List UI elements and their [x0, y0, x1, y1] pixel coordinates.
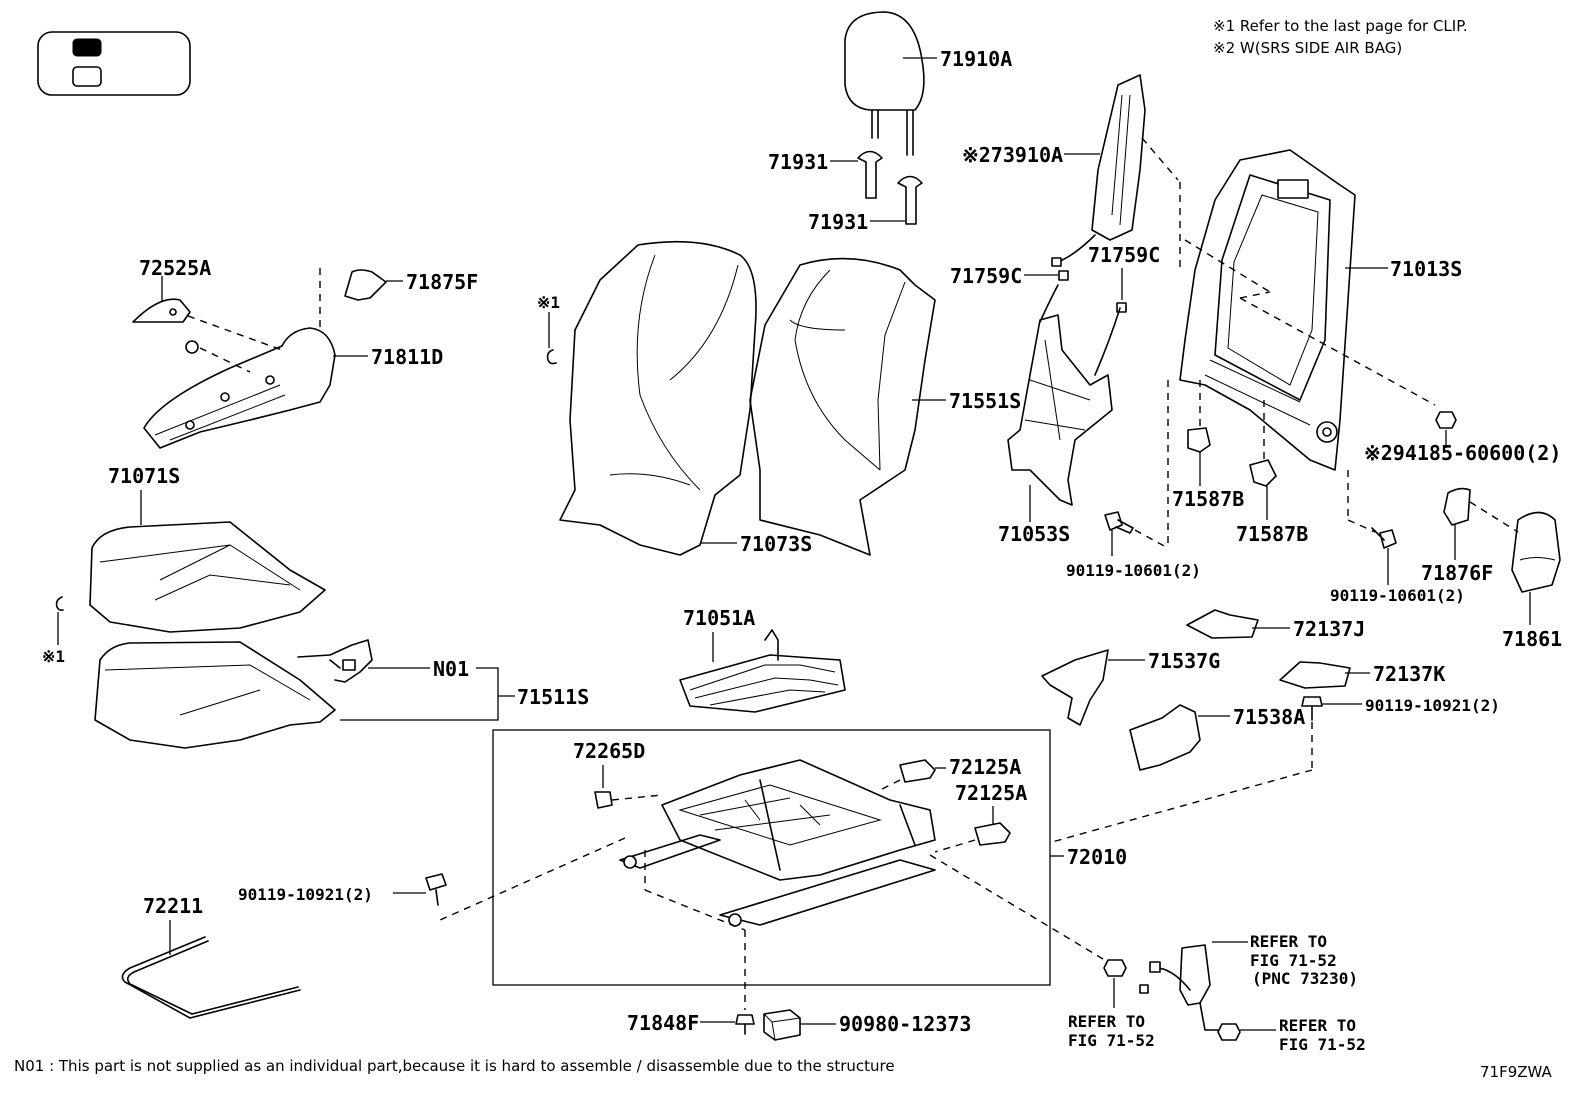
label-71511S: 71511S	[517, 685, 589, 709]
legend-empty-swatch	[72, 66, 102, 87]
clip-1-lower[interactable]	[55, 596, 64, 611]
cover-72137K-part[interactable]	[1279, 661, 1351, 689]
ref-left-line2: FIG 71-52	[1068, 1031, 1155, 1050]
nut-refer-left[interactable]	[1103, 959, 1127, 977]
label-71875F: 71875F	[406, 270, 478, 294]
shield-71538A-part[interactable]	[1129, 704, 1201, 771]
label-71073S: 71073S	[740, 532, 812, 556]
cushion-cover-part[interactable]	[89, 521, 326, 633]
ref-left-line1: REFER TO	[1068, 1012, 1145, 1031]
clip-1-upper[interactable]	[546, 349, 557, 365]
label-71551S: 71551S	[949, 389, 1021, 413]
label-71861: 71861	[1502, 627, 1562, 651]
headrest-support-part[interactable]	[857, 150, 923, 225]
bracket-72125A-upper-part[interactable]	[899, 759, 936, 783]
seat-adjuster-box	[492, 729, 1051, 986]
label-72525A: 72525A	[139, 256, 211, 280]
lumbar-support-part[interactable]	[1007, 284, 1121, 506]
label-71051A: 71051A	[683, 606, 755, 630]
armrest-part[interactable]	[143, 327, 336, 449]
label-71013S: 71013S	[1390, 257, 1462, 281]
label-72125A-lower: 72125A	[955, 781, 1027, 805]
label-90119-10601-left: 90119-10601(2)	[1066, 561, 1201, 580]
clip-71587B-right[interactable]	[1249, 459, 1277, 487]
label-90119-10921-left: 90119-10921(2)	[238, 885, 373, 904]
bolt-71848F-part[interactable]	[735, 1014, 755, 1035]
label-71848F: 71848F	[627, 1011, 699, 1035]
bolt-90119-10921-left[interactable]	[425, 873, 447, 906]
label-71587B-right: 71587B	[1236, 522, 1308, 546]
bolt-90119-10921-right[interactable]	[1301, 696, 1323, 721]
label-71587B-left: 71587B	[1172, 487, 1244, 511]
label-73910A: ※273910A	[962, 143, 1063, 167]
label-72137K: 72137K	[1373, 662, 1445, 686]
armrest-cover-part[interactable]	[132, 298, 191, 323]
label-72265D: 72265D	[573, 739, 645, 763]
label-71931-lower: 71931	[808, 210, 868, 234]
ref-right-line1: REFER TO	[1279, 1016, 1356, 1035]
headrest-part[interactable]	[844, 11, 925, 156]
label-71537G: 71537G	[1148, 649, 1220, 673]
label-72137J: 72137J	[1293, 617, 1365, 641]
bolt-90119-10601-left[interactable]	[1104, 511, 1134, 534]
ref-right-line2: FIG 71-52	[1279, 1035, 1366, 1054]
harness-N01-part[interactable]	[297, 639, 373, 683]
label-clip-1-lower: ※1	[42, 647, 65, 666]
seatback-cover-part[interactable]	[559, 240, 757, 556]
cushion-pad-part[interactable]	[94, 641, 336, 749]
label-71759C-left: 71759C	[950, 264, 1022, 288]
label-71931-upper: 71931	[768, 150, 828, 174]
armrest-cap-part[interactable]	[344, 269, 387, 301]
connector-90980-12373-part[interactable]	[763, 1009, 801, 1041]
bracket-72125A-lower-part[interactable]	[974, 822, 1011, 846]
seatback-pad-part[interactable]	[749, 257, 936, 556]
clip-71759C-b[interactable]	[1116, 302, 1127, 313]
label-72010: 72010	[1067, 845, 1127, 869]
cover-72137J-part[interactable]	[1186, 609, 1259, 639]
shield-71537G-part[interactable]	[1041, 649, 1109, 726]
bracket-72265D-part[interactable]	[594, 791, 613, 809]
spring-mat-part[interactable]	[679, 629, 846, 713]
note-airbag: ※2 W(SRS SIDE AIR BAG)	[1213, 39, 1402, 57]
label-71071S: 71071S	[108, 464, 180, 488]
label-90119-10601-right: 90119-10601(2)	[1330, 586, 1465, 605]
seat-adjuster-part[interactable]	[619, 759, 936, 927]
recliner-cover-inner-part[interactable]	[1443, 487, 1471, 526]
ref-top-line3: (PNC 73230)	[1252, 969, 1358, 988]
label-90980-12373: 90980-12373	[839, 1012, 971, 1036]
label-N01: N01	[433, 657, 469, 681]
label-90119-10921-right: 90119-10921(2)	[1365, 696, 1500, 715]
figure-id: 71F9ZWA	[1480, 1063, 1553, 1081]
seat-belt-buckle-part[interactable]	[1139, 944, 1219, 1031]
label-clip-1-upper: ※1	[537, 293, 560, 312]
label-71910A: 71910A	[940, 47, 1012, 71]
nut-94185[interactable]	[1435, 411, 1457, 429]
ref-top-line2: FIG 71-52	[1250, 951, 1337, 970]
legend-box	[37, 31, 191, 96]
label-94185-60600: ※294185-60600(2)	[1364, 441, 1561, 465]
label-71053S: 71053S	[998, 522, 1070, 546]
clip-71587B-left[interactable]	[1187, 427, 1211, 453]
recliner-cover-outer-part[interactable]	[1511, 511, 1561, 593]
wire-72211-part[interactable]	[121, 936, 301, 1019]
legend-filled-swatch	[72, 38, 102, 57]
label-71811D: 71811D	[371, 345, 443, 369]
label-71876F: 71876F	[1421, 561, 1493, 585]
seatback-frame-part[interactable]	[1179, 149, 1356, 471]
side-airbag-part[interactable]	[1051, 74, 1146, 267]
footer-note: N01 : This part is not supplied as an in…	[14, 1057, 895, 1075]
bolt-90119-10601-right[interactable]	[1371, 527, 1397, 549]
label-71538A: 71538A	[1233, 705, 1305, 729]
nut-refer-right[interactable]	[1217, 1023, 1241, 1041]
label-72125A-upper: 72125A	[949, 755, 1021, 779]
clip-71759C-a[interactable]	[1058, 270, 1069, 281]
note-clip: ※1 Refer to the last page for CLIP.	[1213, 17, 1468, 35]
label-72211: 72211	[143, 894, 203, 918]
ref-top-line1: REFER TO	[1250, 932, 1327, 951]
label-71759C-right: 71759C	[1088, 243, 1160, 267]
